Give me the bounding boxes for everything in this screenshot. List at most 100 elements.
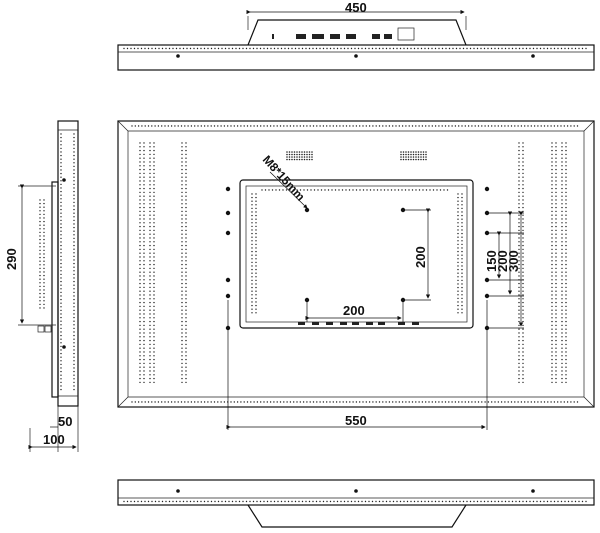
vent-dot: [525, 500, 528, 503]
vent-dot: [565, 305, 567, 308]
vent-dot: [153, 157, 155, 159]
vent-dot: [185, 180, 187, 182]
vent-dot: [578, 500, 580, 503]
vent-dot: [369, 189, 372, 191]
vent-dot: [385, 500, 388, 503]
vent-dot: [361, 47, 363, 50]
vent-dot: [417, 151, 420, 153]
vent-dot: [476, 500, 479, 503]
vent-dot: [543, 401, 546, 403]
vent-dot: [220, 401, 222, 403]
vent-dot: [60, 169, 62, 171]
vent-dot: [555, 248, 557, 251]
screw-hole: [176, 54, 180, 58]
vent-dot: [427, 47, 430, 50]
vent-dot: [405, 158, 407, 161]
vent-dot: [39, 246, 41, 248]
vent-dot: [280, 47, 283, 50]
vent-dot: [139, 176, 141, 178]
vent-dot: [553, 401, 556, 403]
vent-dot: [143, 203, 145, 205]
vent-dot: [555, 336, 557, 338]
vent-dot: [303, 156, 306, 158]
vent-dot: [149, 146, 151, 148]
vent-dot: [154, 401, 156, 403]
vent-dot: [143, 355, 145, 357]
vent-dot: [143, 328, 145, 330]
vent-dot: [405, 156, 407, 158]
vent-dot: [352, 189, 354, 191]
vent-dot: [185, 279, 187, 281]
vent-dot: [452, 500, 454, 503]
vent-dot: [185, 165, 187, 167]
vent-dot: [345, 189, 347, 191]
vent-dot: [461, 258, 463, 260]
vent-dot: [139, 165, 141, 167]
vent-dot: [561, 237, 563, 239]
vent-dot: [149, 229, 151, 232]
vent-dot: [143, 142, 145, 144]
vent-dot: [518, 222, 520, 224]
top-view-ports: [272, 34, 392, 39]
vent-dot: [484, 401, 486, 403]
vent-dot: [461, 243, 463, 246]
vent-dot: [311, 156, 313, 158]
vent-dot: [43, 242, 45, 244]
vent-dot: [555, 146, 557, 148]
vent-dot: [151, 125, 153, 127]
vent-dot: [143, 381, 145, 384]
vent-dot: [555, 244, 557, 247]
vent-dot: [240, 125, 242, 127]
vent-dot: [73, 370, 75, 373]
port: [298, 322, 305, 325]
vent-dot: [73, 162, 75, 164]
vent-dot: [565, 324, 567, 327]
vent-dot: [551, 225, 553, 228]
vent-dot: [555, 260, 557, 262]
vent-dot: [207, 47, 209, 50]
vent-dot: [153, 358, 155, 361]
vent-dot: [522, 267, 524, 270]
vent-dot: [149, 275, 151, 277]
vent-dot: [181, 153, 183, 156]
vent-dot: [181, 218, 183, 220]
vent-dot: [43, 217, 45, 219]
vent-dot: [524, 125, 526, 127]
vent-dot: [255, 232, 257, 235]
vent-dot: [60, 273, 62, 276]
vent-dot: [574, 500, 577, 503]
vent-dot: [457, 279, 459, 282]
vent-dot: [73, 230, 75, 232]
vent-dot: [256, 401, 259, 403]
vent-dot: [335, 401, 338, 403]
vent-dot: [43, 260, 45, 262]
vent-dot: [131, 125, 133, 127]
vent-dot: [149, 195, 151, 197]
vent-dot: [561, 233, 563, 235]
vent-dot: [452, 47, 454, 50]
vent-dot: [400, 153, 402, 156]
vent-dot: [522, 294, 524, 296]
vent-dot: [551, 142, 553, 144]
vent-dot: [139, 355, 141, 357]
vent-dot: [143, 298, 145, 300]
vent-dot: [306, 401, 308, 403]
vent-dot: [153, 336, 155, 338]
vent-dot: [73, 266, 75, 268]
vent-dot: [153, 339, 155, 342]
vent-dot: [73, 165, 75, 168]
vent-dot: [522, 309, 524, 311]
vent-dot: [181, 286, 183, 289]
vent-dot: [407, 156, 410, 158]
vent-dot: [153, 324, 155, 327]
vent-dot: [39, 202, 41, 205]
vent-dot: [518, 241, 520, 243]
vent-dot: [413, 500, 416, 503]
vent-dot: [143, 191, 145, 194]
vent-dot: [490, 500, 493, 503]
vent-dot: [60, 208, 62, 211]
vent-dot: [561, 229, 563, 232]
vent-dot: [153, 305, 155, 308]
vent-dot: [181, 184, 183, 186]
vent-dot: [461, 268, 463, 271]
